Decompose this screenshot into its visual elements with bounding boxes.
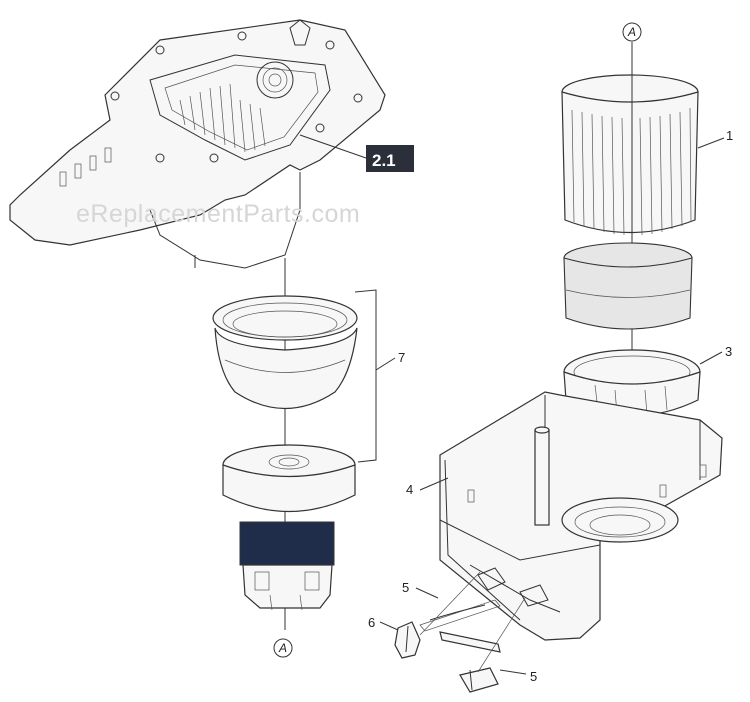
watermark: eReplacementParts.com [76, 200, 360, 228]
housing-lid [9, 19, 386, 269]
label-part-7: 7 [398, 350, 405, 365]
label-part-6: 6 [368, 615, 375, 630]
label-part-1: 1 [726, 128, 733, 143]
label-part-5b: 5 [530, 669, 537, 684]
callout-a-bottom-text: A [278, 641, 287, 655]
assembly-tag: 2.1 [299, 134, 414, 172]
assembly-tag-text: 2.1 [372, 151, 396, 170]
label-part-4: 4 [406, 482, 413, 497]
clip-lower [439, 631, 501, 653]
latch-part-5 [459, 667, 499, 693]
filter-cartridge [561, 74, 699, 236]
bracket-7 [354, 289, 396, 463]
foam-sleeve [563, 242, 693, 330]
label-part-5a: 5 [402, 580, 409, 595]
callout-a-bottom: A [273, 638, 293, 658]
lower-housing [439, 391, 723, 641]
label-part-3: 3 [725, 344, 732, 359]
motor-windings [239, 521, 335, 566]
callout-a-top: A [622, 22, 642, 42]
clip-upper [419, 599, 501, 632]
latch-part-6 [394, 621, 421, 659]
seal-ring [212, 295, 358, 409]
callout-a-top-text: A [627, 25, 636, 39]
motor [222, 444, 356, 611]
